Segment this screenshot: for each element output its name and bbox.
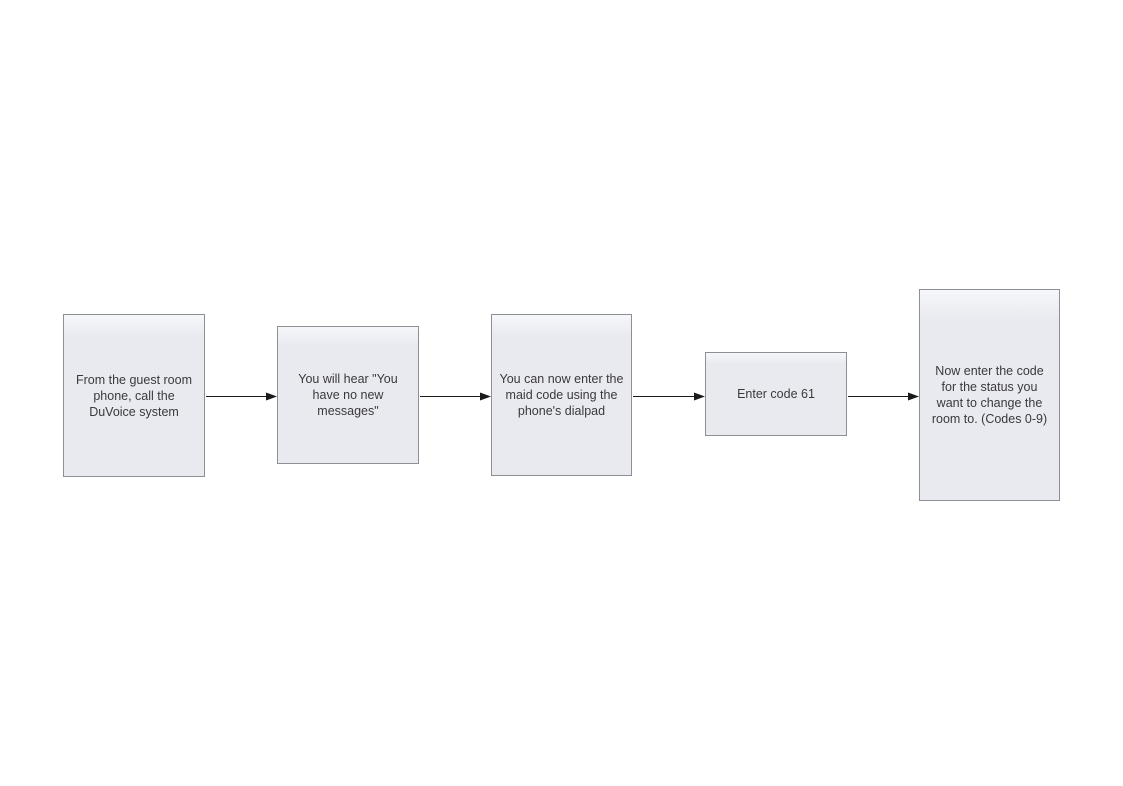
flow-arrow-2-3 (420, 391, 491, 401)
arrow-head-icon (694, 392, 705, 401)
arrow-shaft (633, 396, 696, 397)
arrow-shaft (420, 396, 482, 397)
flow-node-no-new-messages: You will hear "You have no new messages" (277, 326, 419, 464)
flow-node-label: Enter code 61 (737, 387, 815, 401)
flow-arrow-4-5 (848, 391, 919, 401)
arrow-head-icon (480, 392, 491, 401)
flow-node-call-duvoice: From the guest room phone, call the DuVo… (63, 314, 205, 477)
flow-node-label: You will hear "You have no new messages" (298, 372, 398, 418)
flow-arrow-1-2 (206, 391, 277, 401)
arrow-head-icon (908, 392, 919, 401)
flow-node-enter-status-code: Now enter the code for the status you wa… (919, 289, 1060, 501)
flow-node-label: From the guest room phone, call the DuVo… (75, 372, 192, 419)
arrow-head-icon (266, 392, 277, 401)
flow-node-enter-maid-code: You can now enter the maid code using th… (491, 314, 632, 476)
flow-node-enter-code-61: Enter code 61 (705, 352, 847, 436)
flow-node-label: Now enter the code for the status you wa… (931, 364, 1048, 426)
flow-node-label: You can now enter the maid code using th… (499, 372, 624, 418)
arrow-shaft (848, 396, 910, 397)
flow-arrow-3-4 (633, 391, 705, 401)
arrow-shaft (206, 396, 268, 397)
